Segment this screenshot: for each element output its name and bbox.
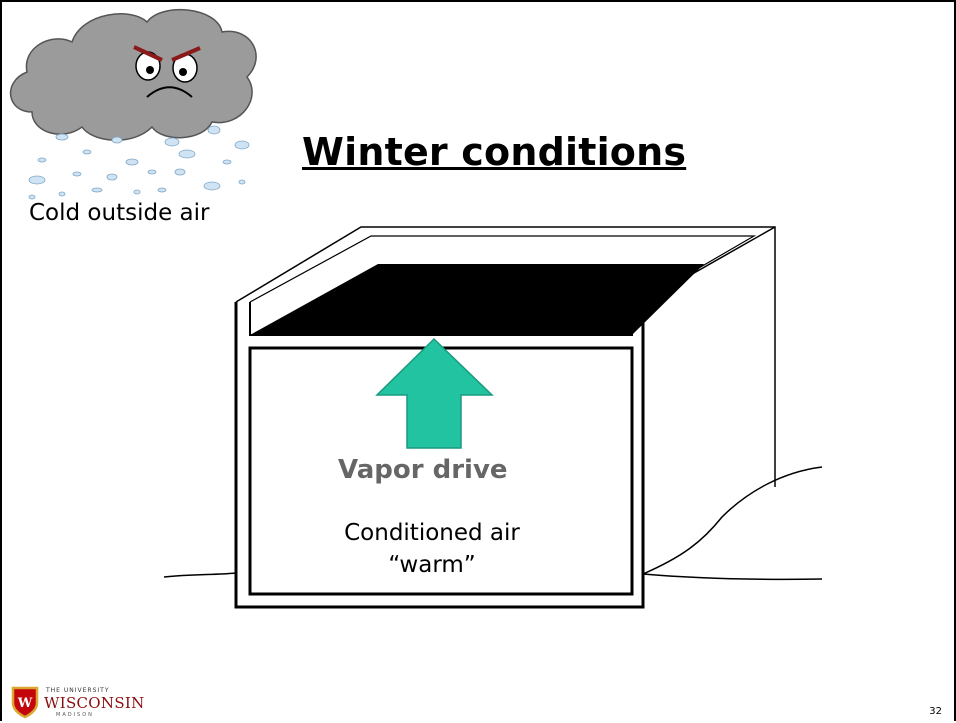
snowflakes-icon <box>28 125 250 200</box>
angry-cloud-icon <box>10 9 257 141</box>
logo-madison-text: MADISON <box>56 712 94 718</box>
conditioned-air-line1: Conditioned air <box>344 520 520 546</box>
box-front-outer <box>234 302 645 609</box>
vapor-drive-label: Vapor drive <box>338 455 508 485</box>
logo-university-text: THE UNIVERSITY <box>46 687 110 694</box>
crest-icon: W <box>11 686 39 719</box>
conditioned-air-line2: “warm” <box>388 552 476 578</box>
ground-line-left <box>163 572 237 578</box>
box-front-inner-top <box>249 302 633 336</box>
conditioned-air-label: Conditioned air “warm” <box>332 517 532 581</box>
page-number: 32 <box>929 706 942 717</box>
box-outer-back <box>235 226 776 487</box>
ground-line-right <box>642 573 823 581</box>
cold-air-label: Cold outside air <box>29 200 210 226</box>
ground-slope-right <box>642 466 823 575</box>
vapor-arrow-up-icon <box>375 337 494 449</box>
roof-dark <box>250 264 704 335</box>
slide-title: Winter conditions <box>302 130 687 174</box>
svg-text:W: W <box>17 696 33 711</box>
university-logo: W THE UNIVERSITY WISCONSIN MADISON <box>10 684 144 720</box>
logo-wisconsin-text: WISCONSIN <box>44 694 145 712</box>
